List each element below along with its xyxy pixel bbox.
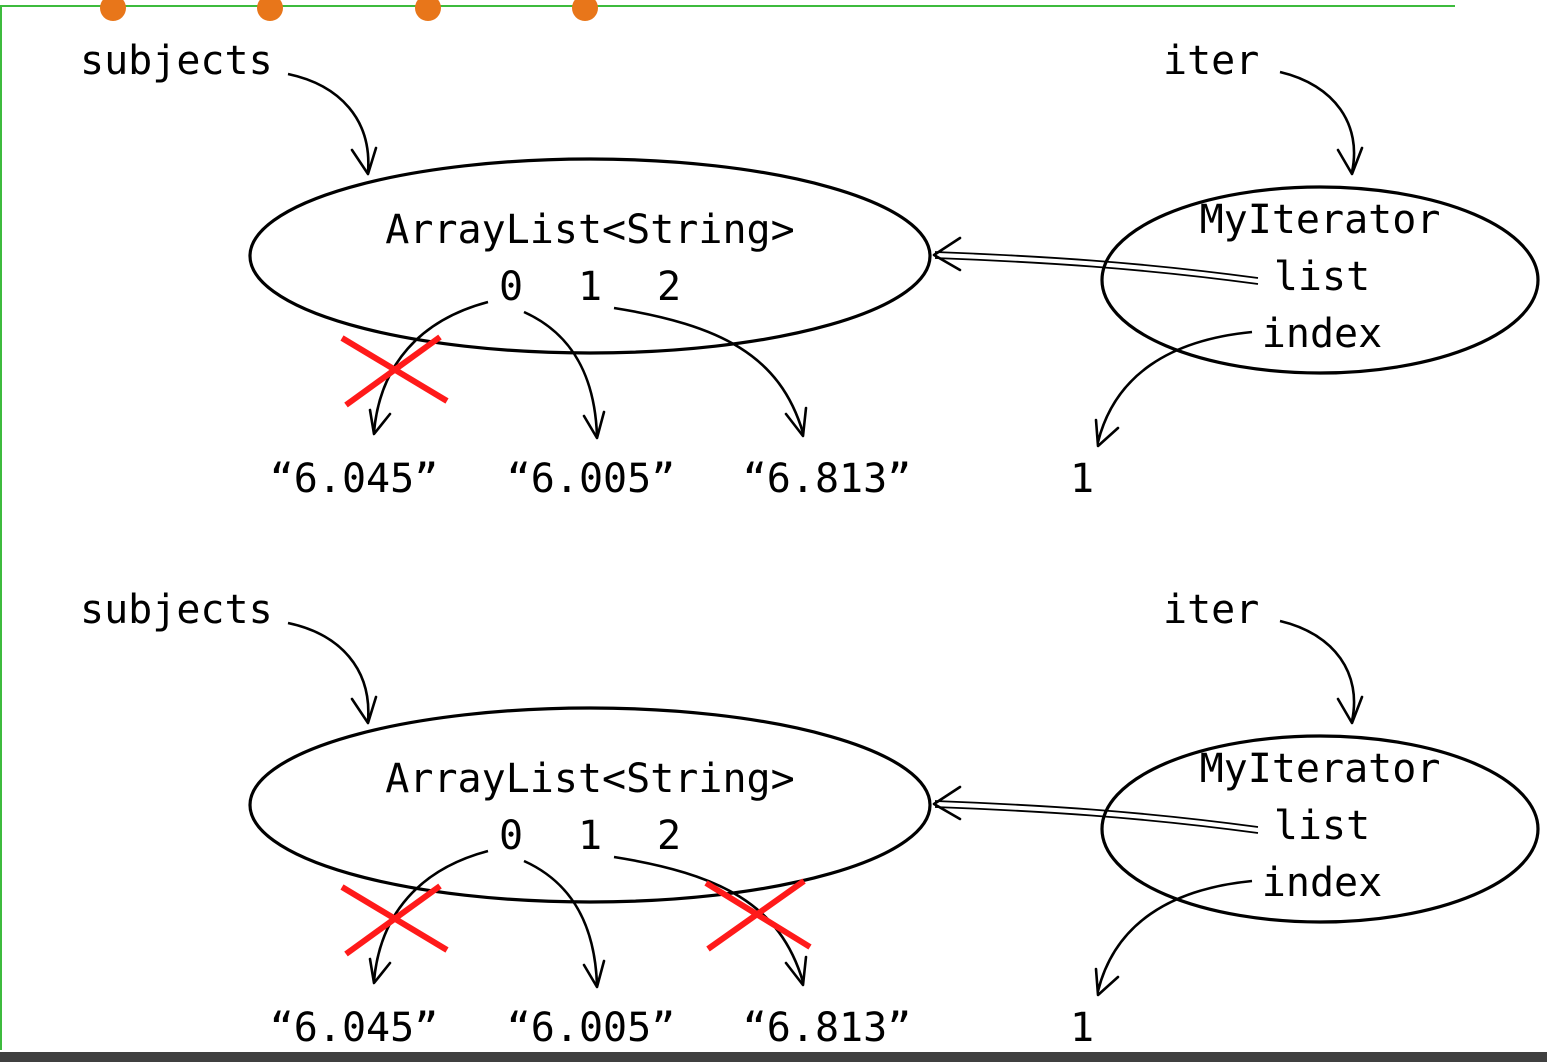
diagram-1: subjects iter ArrayList<String> 0 1 2 My… <box>80 38 1540 502</box>
myiterator-object <box>1100 185 1540 375</box>
bullet-dot <box>257 0 283 21</box>
element-0-arrow <box>372 849 489 982</box>
list-reference-arrowhead <box>932 236 962 272</box>
element-2-arrowhead <box>784 406 808 438</box>
arraylist-class-label: ArrayList<String> <box>385 756 794 802</box>
arraylist-index-0: 0 <box>499 813 523 859</box>
myiterator-field-index: index <box>1262 311 1382 357</box>
element-2-arrow <box>613 306 805 434</box>
index-value: 1 <box>1070 1005 1094 1051</box>
removed-element-0-cross <box>340 883 449 957</box>
myiterator-field-index: index <box>1262 860 1382 906</box>
subjects-arrowhead <box>350 146 378 176</box>
bullet-dot <box>572 0 598 21</box>
arraylist-index-1: 1 <box>578 813 602 859</box>
element-0-value: “6.045” <box>270 456 439 502</box>
element-2-arrow <box>613 855 805 983</box>
subjects-arrow <box>287 72 370 173</box>
subjects-arrow <box>287 621 370 722</box>
element-1-arrowhead <box>582 959 606 989</box>
index-value-arrow <box>1096 879 1253 992</box>
iter-arrowhead <box>1336 695 1364 725</box>
subjects-variable-label: subjects <box>80 38 273 84</box>
bullet-dot <box>415 0 441 21</box>
element-0-arrowhead <box>368 957 392 985</box>
iter-arrowhead <box>1336 146 1364 176</box>
myiterator-class-label: MyIterator <box>1200 197 1441 243</box>
element-1-arrow <box>523 859 599 986</box>
bottom-bar <box>0 1052 1547 1062</box>
myiterator-class-label: MyIterator <box>1200 746 1441 792</box>
list-reference-arrow <box>934 800 1259 828</box>
list-reference-arrow <box>934 806 1259 834</box>
myiterator-object <box>1100 734 1540 924</box>
iter-variable-label: iter <box>1163 38 1259 84</box>
arraylist-index-2: 2 <box>657 813 681 859</box>
element-2-value: “6.813” <box>743 1005 912 1051</box>
subjects-arrowhead <box>350 695 378 725</box>
index-value: 1 <box>1070 456 1094 502</box>
element-2-value: “6.813” <box>743 456 912 502</box>
removed-element-2-cross <box>704 878 812 952</box>
element-1-value: “6.005” <box>507 1005 676 1051</box>
myiterator-field-list: list <box>1274 254 1370 300</box>
arraylist-index-1: 1 <box>578 264 602 310</box>
element-1-arrow <box>523 310 599 437</box>
element-0-value: “6.045” <box>270 1005 439 1051</box>
arraylist-index-2: 2 <box>657 264 681 310</box>
arraylist-object <box>248 157 932 355</box>
subjects-variable-label: subjects <box>80 587 273 633</box>
index-value-arrowhead <box>1094 418 1120 448</box>
diagram-2: subjects iter ArrayList<String> 0 1 2 My… <box>80 587 1540 1051</box>
bullet-dot <box>100 0 126 21</box>
iter-variable-label: iter <box>1163 587 1259 633</box>
element-0-arrowhead <box>368 408 392 436</box>
element-1-arrowhead <box>582 410 606 440</box>
iter-arrow <box>1279 619 1356 722</box>
element-1-value: “6.005” <box>507 456 676 502</box>
iter-arrow <box>1279 70 1356 173</box>
index-value-arrowhead <box>1094 967 1120 997</box>
element-0-arrow <box>372 300 489 433</box>
list-reference-arrowhead <box>932 785 962 821</box>
list-reference-arrow <box>934 257 1259 285</box>
arraylist-index-0: 0 <box>499 264 523 310</box>
myiterator-field-list: list <box>1274 803 1370 849</box>
element-2-arrowhead <box>784 955 808 987</box>
removed-element-0-cross <box>340 334 449 408</box>
list-reference-arrow <box>934 251 1259 279</box>
arraylist-object <box>248 706 932 904</box>
index-value-arrow <box>1096 330 1253 443</box>
arraylist-class-label: ArrayList<String> <box>385 207 794 253</box>
